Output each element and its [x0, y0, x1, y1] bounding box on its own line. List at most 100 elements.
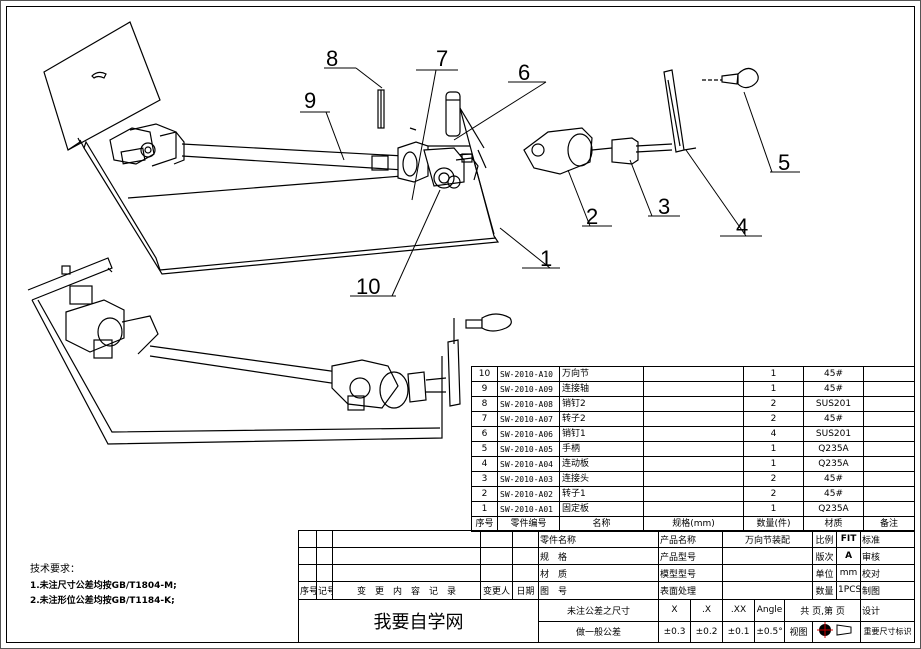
- bom-cell-material: 45#: [803, 486, 864, 502]
- bom-cell-material: SUS201: [803, 426, 864, 442]
- unit-value: mm: [836, 564, 862, 583]
- bom-cell-name: 转子1: [559, 486, 644, 502]
- callout-3: 3: [658, 194, 671, 219]
- bom-cell-spec: [643, 426, 744, 442]
- leader-lines: [300, 67, 800, 297]
- notes-line-2: 2.未注形位公差均按GB/T1184-K;: [30, 596, 175, 606]
- bom-cell-code: SW-2010-A02: [497, 486, 560, 502]
- surface-label: 表面处理: [658, 581, 724, 600]
- bom-cell-no: 9: [471, 381, 498, 397]
- bom-cell-note: [863, 471, 915, 487]
- bom-cell-no: 5: [471, 441, 498, 457]
- tol-x: X: [658, 598, 692, 622]
- bom-cell-material: 45#: [803, 366, 864, 382]
- bom-cell-qty: 2: [743, 471, 804, 487]
- bom-cell-no: 6: [471, 426, 498, 442]
- product-name-value: 万向节装配: [722, 529, 814, 549]
- bom-cell-note: [863, 501, 915, 517]
- bom-cell-material: SUS201: [803, 396, 864, 412]
- connecting-shaft: [181, 143, 405, 171]
- product-name-label: 产品名称: [658, 529, 724, 549]
- lower-shaft: [149, 345, 339, 385]
- callout-10: 10: [356, 274, 381, 299]
- general-tolerance-label: 做一般公差: [537, 620, 660, 644]
- callout-5: 5: [778, 150, 791, 175]
- technical-requirements: 技术要求： 1.未注尺寸公差均按GB/T1804-M; 2.未注形位公差均按GB…: [30, 562, 290, 609]
- review-label: 审核: [860, 547, 916, 566]
- seq-label: 序号: [298, 581, 317, 600]
- bom-cell-qty: 1: [743, 441, 804, 457]
- bom-cell-name: 固定板: [559, 501, 644, 517]
- bom-cell-note: [863, 411, 915, 427]
- bom-cell-qty: 4: [743, 426, 804, 442]
- scale-label: 比例: [812, 529, 838, 549]
- version-value: A: [836, 547, 862, 566]
- design-label: 设计: [860, 598, 916, 622]
- drawing-frame: [6, 6, 915, 643]
- bom-cell-name: 连接头: [559, 471, 644, 487]
- bom-cell-qty: 2: [743, 486, 804, 502]
- bom-cell-qty: 2: [743, 411, 804, 427]
- drawing-no-label: 图 号: [537, 581, 660, 600]
- qty-label: 数量: [812, 581, 838, 600]
- drawing-label: 制图: [860, 581, 916, 600]
- lower-handle: [447, 313, 512, 407]
- connecting-head: [611, 137, 673, 165]
- bom-cell-code: SW-2010-A05: [497, 441, 560, 457]
- scale-value: FIT: [836, 529, 862, 549]
- bom-cell-name: 销钉2: [559, 396, 644, 412]
- bom-cell-no: 8: [471, 396, 498, 412]
- bom-cell-note: [863, 396, 915, 412]
- unit-label: 单位: [812, 564, 838, 583]
- callout-4: 4: [736, 214, 749, 239]
- bom-cell-spec: [643, 411, 744, 427]
- bom-cell-name: 销钉1: [559, 426, 644, 442]
- product-model-label: 产品型号: [658, 547, 724, 566]
- bom-cell-spec: [643, 366, 744, 382]
- callout-1: 1: [540, 246, 553, 271]
- lower-universal-joint-right: [331, 359, 447, 411]
- bom-cell-name: 万向节: [559, 366, 644, 382]
- date-label: 日期: [512, 581, 539, 600]
- bom-cell-code: SW-2010-A04: [497, 456, 560, 472]
- bom-cell-code: SW-2010-A08: [497, 396, 560, 412]
- part-name-label: 零件名称: [537, 529, 660, 549]
- bom-cell-name: 连动板: [559, 456, 644, 472]
- tol-dxx-value: ±0.1: [722, 620, 756, 644]
- bom-cell-material: 45#: [803, 411, 864, 427]
- universal-joint-middle: [397, 141, 487, 189]
- bom-cell-qty: 1: [743, 381, 804, 397]
- callout-6: 6: [518, 60, 531, 85]
- notes-line-1: 1.未注尺寸公差均按GB/T1804-M;: [30, 581, 177, 591]
- bom-cell-spec: [643, 471, 744, 487]
- bom-cell-no: 1: [471, 501, 498, 517]
- bom-cell-note: [863, 486, 915, 502]
- notes-title: 技术要求：: [30, 564, 80, 575]
- spec-label: 规 格: [537, 547, 660, 566]
- website-name: 我要自学网: [298, 598, 539, 644]
- pin-2: [377, 89, 417, 131]
- bom-cell-name: 连接轴: [559, 381, 644, 397]
- bom-cell-no: 3: [471, 471, 498, 487]
- bom-cell-no: 2: [471, 486, 498, 502]
- bom-cell-no: 4: [471, 456, 498, 472]
- link-plate: [663, 69, 697, 153]
- bom-cell-spec: [643, 441, 744, 457]
- pin-1: [445, 91, 461, 137]
- projection-symbol: [812, 620, 862, 644]
- material-label: 材 质: [537, 564, 660, 583]
- tol-dx-value: ±0.2: [690, 620, 724, 644]
- proof-label: 校对: [860, 564, 916, 583]
- bom-cell-qty: 2: [743, 396, 804, 412]
- rotor-1: [523, 127, 613, 175]
- bom-cell-spec: [643, 381, 744, 397]
